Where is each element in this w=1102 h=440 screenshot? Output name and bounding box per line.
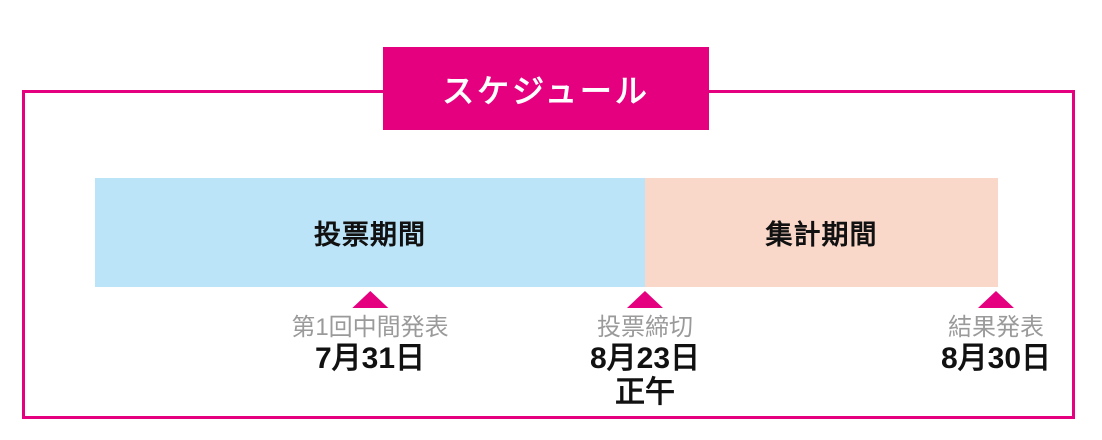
triangle-up-icon bbox=[627, 291, 663, 308]
tally-period-label: 集計期間 bbox=[765, 220, 878, 250]
schedule-title: スケジュール bbox=[442, 72, 650, 109]
milestone-date: 7月31日 bbox=[314, 342, 426, 375]
milestone-results-announcement: 結果発表 8月30日 bbox=[941, 291, 1051, 376]
milestone-label: 第1回中間発表 bbox=[291, 314, 449, 341]
triangle-up-icon bbox=[351, 291, 388, 308]
milestone-date: 8月23日 bbox=[589, 342, 701, 375]
milestone-time: 正午 bbox=[615, 376, 675, 409]
milestone-interim-announcement: 第1回中間発表 7月31日 bbox=[291, 291, 449, 376]
tally-period-bar: 集計期間 bbox=[645, 178, 998, 287]
milestone-label: 投票締切 bbox=[597, 314, 693, 341]
voting-period-label: 投票期間 bbox=[314, 220, 426, 250]
triangle-up-icon bbox=[978, 291, 1014, 308]
milestone-voting-deadline: 投票締切 8月23日 正午 bbox=[590, 291, 700, 410]
milestone-date: 8月30日 bbox=[940, 342, 1052, 375]
milestone-label: 結果発表 bbox=[948, 314, 1044, 341]
voting-period-bar: 投票期間 bbox=[95, 178, 645, 287]
schedule-title-box: スケジュール bbox=[383, 47, 709, 130]
